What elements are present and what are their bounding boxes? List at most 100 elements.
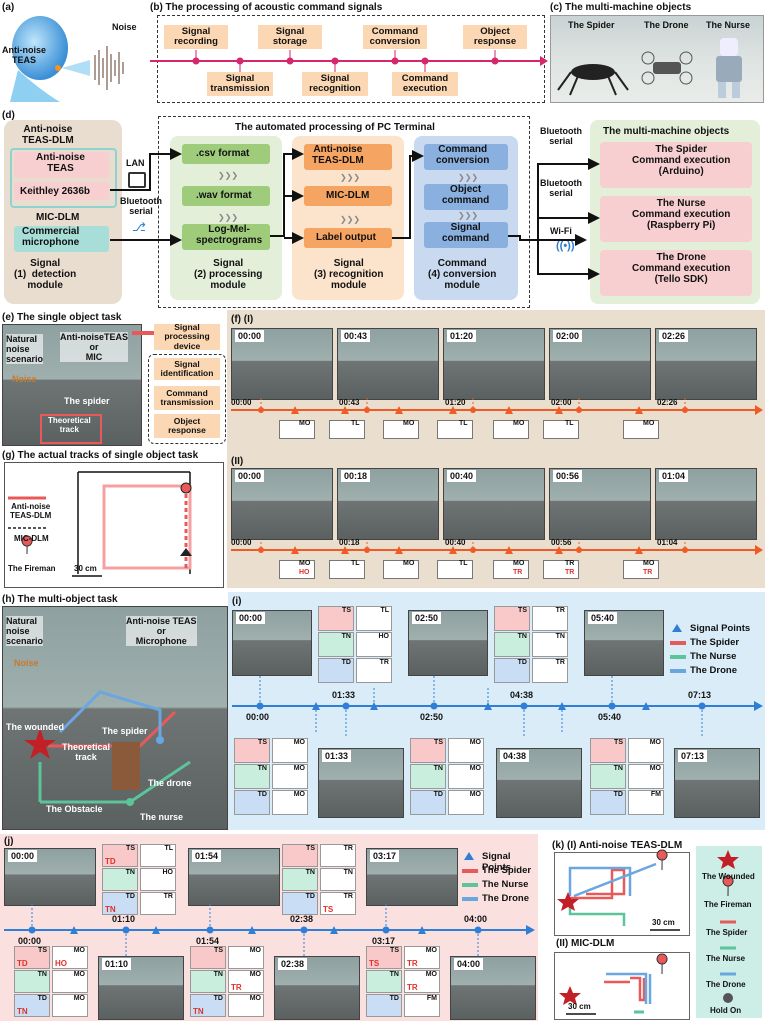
i-cells-bot-mid: TS MO TN MO TD MO bbox=[410, 738, 486, 818]
rec-box-3 bbox=[304, 228, 392, 248]
k-box-2 bbox=[554, 952, 690, 1020]
f1-time-1: 00:00 bbox=[235, 330, 265, 342]
i-cell-1-4: HO bbox=[356, 632, 392, 657]
k-scale-1: 30 cm bbox=[652, 918, 675, 927]
i-cell-1-6: TR bbox=[356, 658, 392, 683]
f1-tag-6: TL bbox=[565, 420, 574, 427]
j-cell-2-4: TN bbox=[320, 868, 356, 891]
i-time-top-3: 05:40 bbox=[588, 612, 618, 624]
i-time-top-1: 00:00 bbox=[236, 612, 266, 624]
panel-a: (a) Noise Anti-noise TEAS bbox=[0, 0, 150, 103]
j-cell-4-2: MO bbox=[228, 946, 264, 969]
j-cell-1-6: TR bbox=[140, 892, 176, 915]
i-legend-2: The Spider bbox=[690, 637, 740, 648]
machine-box-2 bbox=[600, 196, 752, 242]
j-cell-3-4: MO bbox=[52, 970, 88, 993]
f1-tag-1: MO bbox=[299, 420, 311, 427]
i-time-top-2: 02:50 bbox=[412, 612, 442, 624]
panel-h: (h) The multi-object task Natural noise … bbox=[0, 592, 228, 830]
conv-item-1: Command conversion bbox=[436, 144, 490, 166]
svg-text:❯❯❯: ❯❯❯ bbox=[458, 211, 478, 220]
j-time-top-3: 03:17 bbox=[370, 850, 400, 862]
i-cell-4-4: MO bbox=[628, 764, 664, 789]
j-cell-4-6: MO bbox=[228, 994, 264, 1017]
i-time-bot-2: 04:38 bbox=[500, 750, 530, 762]
i-time-bot-3: 07:13 bbox=[678, 750, 708, 762]
i-cell-2-2: TR bbox=[532, 606, 568, 631]
rec-box-2 bbox=[304, 186, 392, 206]
i-axis-bot-2: 02:50 bbox=[420, 712, 444, 722]
panel-j-letter: (j) bbox=[4, 836, 14, 847]
j-time-bot-3: 04:00 bbox=[454, 958, 484, 970]
spider-label: The spider bbox=[64, 396, 110, 406]
j-legend-marks bbox=[462, 852, 478, 901]
i-cell-2-4: TN bbox=[532, 632, 568, 657]
k-legend-box bbox=[696, 846, 762, 1018]
panel-b-title: (b) The processing of acoustic command s… bbox=[150, 2, 383, 13]
f1-axis-1: 00:00 bbox=[231, 398, 252, 407]
i-cell-5-1: TS bbox=[410, 738, 446, 763]
bt-serial-label: Bluetooth serial bbox=[120, 196, 162, 216]
rec-box-1 bbox=[304, 144, 392, 170]
f1-wave-5 bbox=[493, 420, 529, 439]
f2-tag-2: TL bbox=[351, 560, 360, 567]
f2-err-3: TR bbox=[565, 569, 575, 576]
step-storage: Signal storage bbox=[258, 25, 322, 49]
i-legend-4: The Drone bbox=[690, 665, 737, 676]
detection-title: Anti-noise TEAS-DLM bbox=[22, 124, 74, 146]
i-cell-1-3: TN bbox=[318, 632, 354, 657]
f1-axis-3: 01:20 bbox=[445, 398, 466, 407]
panel-c-title: (c) The multi-machine objects bbox=[550, 2, 692, 13]
e-arrow bbox=[132, 331, 154, 335]
lan-icon bbox=[128, 172, 146, 188]
i-cells-bot-2: TS MO TN MO TD FM bbox=[590, 738, 666, 818]
j-time-bot-1: 01:10 bbox=[102, 958, 132, 970]
j-cell-1-2: TL bbox=[140, 844, 176, 867]
j-time-top-2: 01:54 bbox=[192, 850, 222, 862]
h-tracks bbox=[24, 690, 191, 806]
f2-time-1: 00:00 bbox=[235, 470, 265, 482]
mic-label: Commercial microphone bbox=[22, 226, 80, 248]
proc-box-1 bbox=[182, 144, 270, 164]
panel-c: (c) The multi-machine objects The Spider… bbox=[548, 0, 765, 103]
i-cell-3-6: MO bbox=[272, 790, 308, 815]
f1-time-5: 02:26 bbox=[659, 330, 689, 342]
j-cell-4-3: TN bbox=[190, 970, 226, 993]
panel-h-title: (h) The multi-object task bbox=[2, 594, 118, 605]
h-label-nurse: The nurse bbox=[140, 812, 184, 822]
i-cell-4-1: TS bbox=[590, 738, 626, 763]
f1-photo-3 bbox=[443, 328, 545, 400]
k-legend-3: The Spider bbox=[706, 928, 748, 937]
teas-group bbox=[10, 148, 117, 208]
e-step-4: Object response bbox=[154, 414, 220, 438]
panel-d: (d) Anti-noise TEAS-DLM Anti-noise TEAS … bbox=[0, 108, 765, 308]
j-cell-2-3: TN bbox=[282, 868, 318, 891]
f2-tag-4: TL bbox=[459, 560, 468, 567]
head-illustration bbox=[10, 16, 124, 102]
step-execution: Command execution bbox=[392, 72, 458, 96]
object-drone: The Drone bbox=[644, 20, 689, 30]
pc-terminal-box bbox=[158, 116, 530, 308]
proc-item-2: .wav format bbox=[196, 190, 252, 201]
f2-tag-6: TR bbox=[565, 560, 575, 567]
i-cell-1-1: TS bbox=[318, 606, 354, 631]
j-cell-4-1: TS bbox=[190, 946, 226, 969]
j-time-top-1: 00:00 bbox=[8, 850, 38, 862]
svg-text:❯❯❯: ❯❯❯ bbox=[458, 173, 478, 182]
i-legend-marks bbox=[670, 624, 686, 673]
panel-g: (g) The actual tracks of single object t… bbox=[0, 448, 225, 588]
machine-label-1: The Spider Command execution (Arduino) bbox=[632, 144, 731, 177]
teas-label: Anti-noise TEAS bbox=[36, 152, 85, 174]
proc-item-3: Log-Mel- spectrograms bbox=[196, 224, 263, 246]
f1-timeline bbox=[231, 398, 763, 555]
wifi-label: Wi-Fi bbox=[550, 226, 572, 236]
panel-k: (k) (I) Anti-noise TEAS-DLM (II) MIC-DLM… bbox=[540, 834, 765, 1021]
f2-time-4: 00:56 bbox=[553, 470, 583, 482]
panel-d-arrows: ❯❯❯❯❯❯ ❯❯❯❯❯❯ ❯❯❯❯❯❯ bbox=[110, 148, 600, 280]
i-cell-5-5: TD bbox=[410, 790, 446, 815]
